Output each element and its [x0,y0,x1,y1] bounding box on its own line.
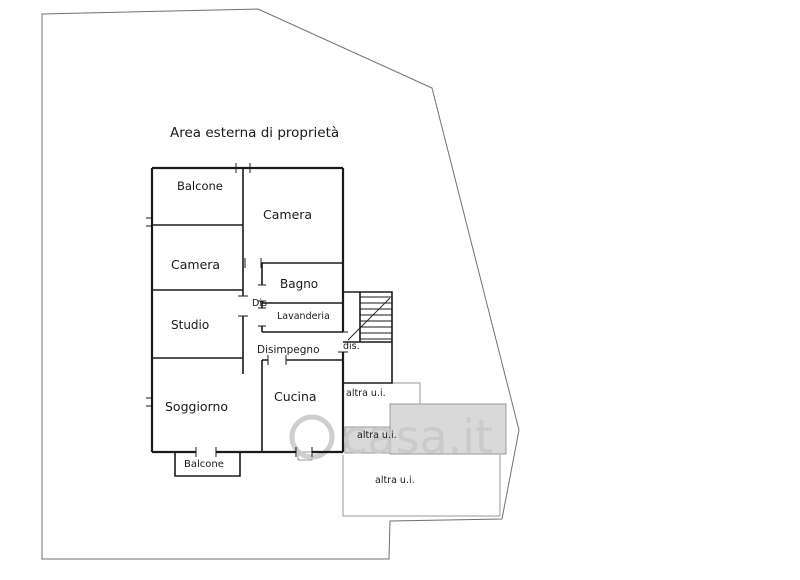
room-label-disimpegno: Disimpegno [257,344,320,356]
room-labels: Area esterna di proprietà Balcone Camera… [165,125,415,486]
door-jamb-marks [146,163,348,457]
watermark-text: casa.it [342,410,493,464]
watermark: casa.it [289,410,493,464]
label-altra-ui-middle: altra u.i. [357,430,397,441]
room-label-balcone-top: Balcone [177,179,223,193]
door-ticks [146,163,348,457]
stair-annex-walls [343,291,393,384]
room-label-lavanderia: Lavanderia [277,311,330,322]
outer-walls [150,166,345,454]
room-label-studio: Studio [171,318,209,332]
area-label: Area esterna di proprietà [170,125,339,141]
stairs [347,296,392,341]
room-label-camera-top: Camera [263,207,312,222]
stair-diagonal [347,297,391,341]
room-label-cucina: Cucina [274,389,317,404]
room-label-dis-upper: Dis [252,298,267,309]
room-label-bagno: Bagno [280,277,318,291]
room-label-soggiorno: Soggiorno [165,399,228,414]
stair-treads [360,296,392,340]
property-boundary-line [41,8,520,560]
other-unit-shade-small [344,426,391,454]
room-label-dis-lower: dis. [343,341,360,352]
other-unit-outline [342,382,501,517]
room-label-camera-left: Camera [171,257,220,272]
label-altra-ui-upper: altra u.i. [346,388,386,399]
apartment-walls [150,166,393,477]
balcony-bottom-walls [174,452,241,477]
other-unit-shade-large [389,403,507,455]
label-altra-ui-lower: altra u.i. [375,475,415,486]
other-units [297,382,507,517]
interior-walls [152,168,343,452]
room-label-balcone-bottom: Balcone [184,459,224,470]
property-boundary [41,8,520,560]
